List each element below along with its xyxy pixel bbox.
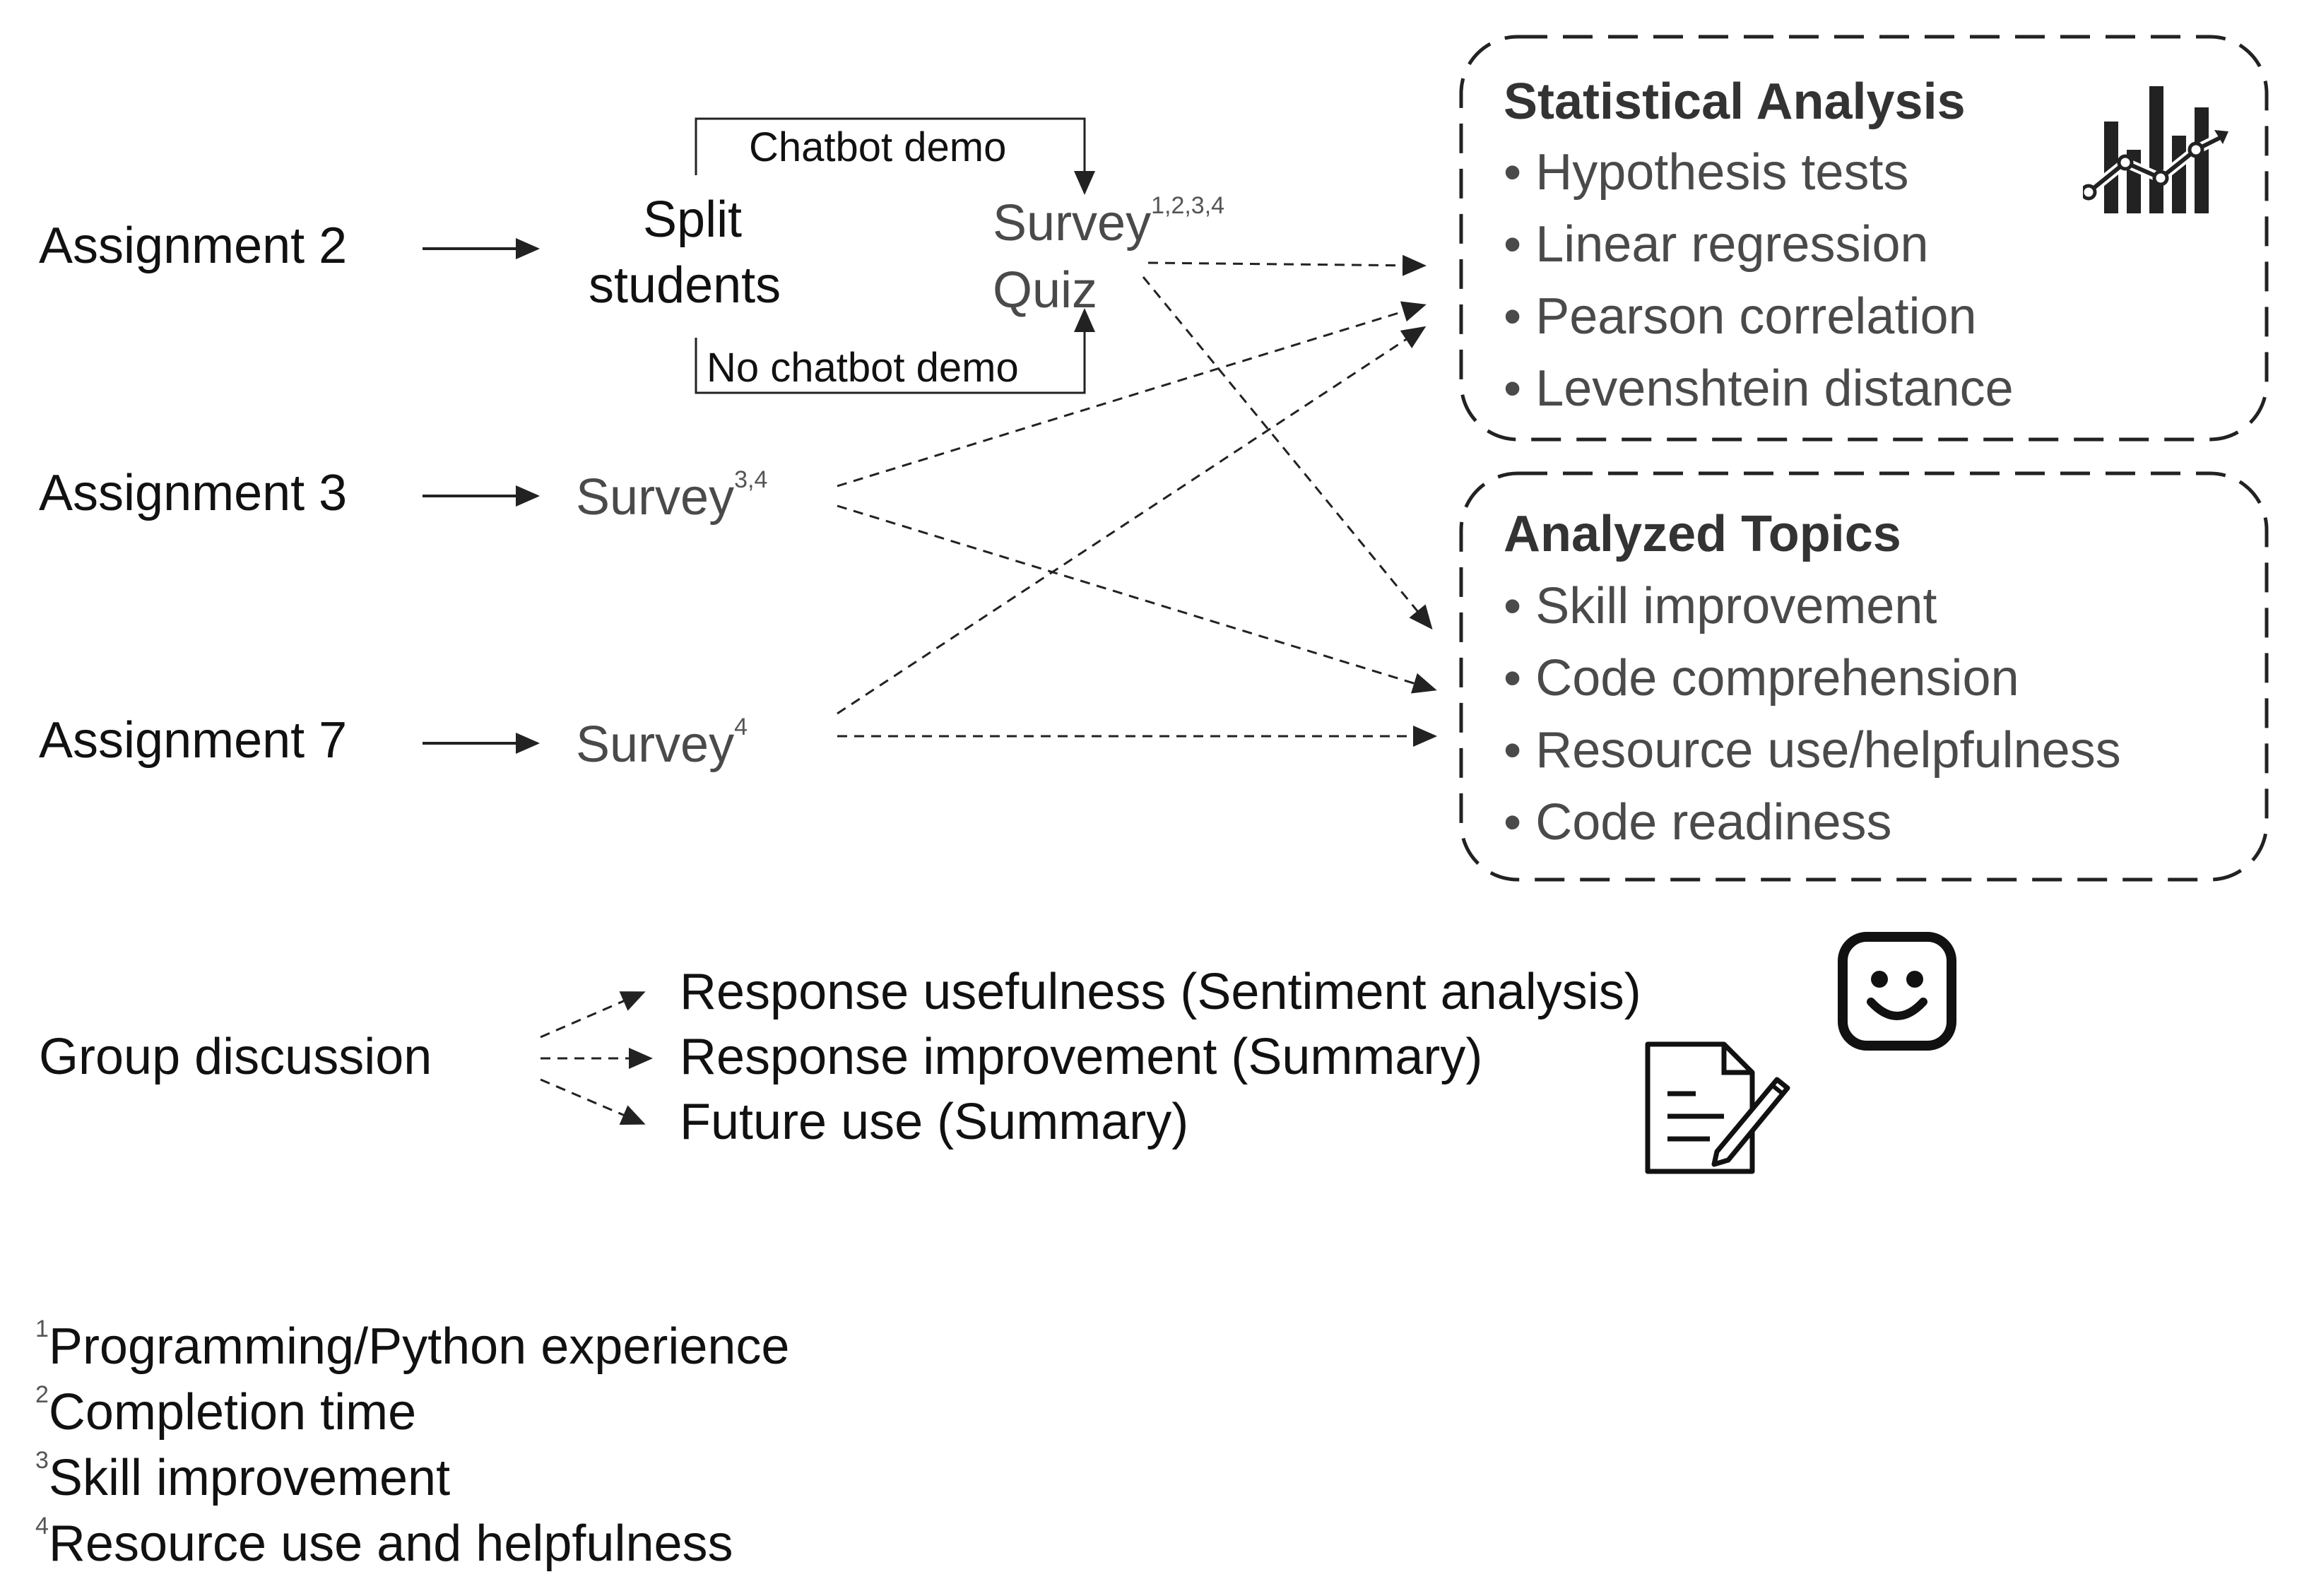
smiley-face-icon	[1838, 932, 1956, 1051]
stat-item-text: Levenshtein distance	[1535, 360, 2014, 417]
survey-a3: Survey3,4	[576, 468, 767, 526]
students-label: students	[589, 257, 781, 314]
group-item-usefulness: Response usefulness (Sentiment analysis)	[680, 964, 1641, 1020]
footnote-text: Programming/Python experience	[48, 1318, 790, 1375]
analyzed-topics-title: Analyzed Topics	[1504, 506, 1901, 562]
dash-survey3-to-stats	[837, 301, 1427, 487]
statistical-analysis-title: Statistical Analysis	[1504, 73, 1966, 130]
bar-chart-trend-icon	[2083, 86, 2228, 213]
group-item-future: Future use (Summary)	[680, 1094, 1189, 1150]
quiz-label: Quiz	[993, 262, 1098, 319]
dash-survey7-to-stats	[837, 326, 1427, 715]
footnote-number: 4	[35, 1513, 49, 1539]
footnote-text: Completion time	[48, 1384, 417, 1441]
group-discussion-label: Group discussion	[39, 1029, 432, 1085]
survey-a7-refs: 4	[734, 714, 748, 740]
topic-item: • Code comprehension	[1504, 650, 2019, 707]
footnote-text: Skill improvement	[48, 1450, 451, 1506]
survey-a3-label: Survey	[576, 469, 735, 526]
dash-survey2-to-topics	[1142, 276, 1433, 630]
survey-a2-label: Survey	[993, 195, 1152, 252]
topic-item: • Skill improvement	[1504, 578, 1937, 634]
footnote: 4Resource use and helpfulness	[35, 1514, 733, 1572]
no-chatbot-demo-bracket	[695, 308, 1095, 394]
assignment-7-label: Assignment 7	[39, 712, 348, 769]
document-edit-icon	[1645, 1041, 1790, 1174]
assignment-3-label: Assignment 3	[39, 465, 348, 521]
dash-survey3-to-topics	[837, 504, 1437, 694]
assignment-2-label: Assignment 2	[39, 218, 348, 274]
stat-item: • Pearson correlation	[1504, 288, 1977, 345]
topic-item: • Resource use/helpfulness	[1504, 722, 2121, 779]
chatbot-demo-bracket	[695, 117, 1095, 195]
topic-item-text: Resource use/helpfulness	[1535, 722, 2121, 779]
survey-a2: Survey1,2,3,4	[993, 194, 1224, 252]
survey-a7-label: Survey	[576, 716, 735, 773]
footnote-number: 2	[35, 1381, 49, 1408]
footnote-text: Resource use and helpfulness	[48, 1515, 733, 1572]
group-item-improvement: Response improvement (Summary)	[680, 1029, 1483, 1085]
footnote-number: 1	[35, 1316, 49, 1342]
chatbot-demo-label: Chatbot demo	[749, 124, 1007, 170]
survey-a2-refs: 1,2,3,4	[1151, 192, 1225, 219]
statistical-analysis-box	[1459, 35, 2269, 442]
stat-item-text: Linear regression	[1535, 216, 1929, 273]
topic-item-text: Code comprehension	[1535, 650, 2019, 707]
footnote: 3Skill improvement	[35, 1448, 451, 1506]
stat-item: • Levenshtein distance	[1504, 360, 2014, 417]
dash-group-to-usefulness	[540, 991, 646, 1039]
stat-item: • Hypothesis tests	[1504, 144, 1909, 201]
footnote: 1Programming/Python experience	[35, 1317, 790, 1375]
split-label: Split	[643, 191, 743, 248]
footnote: 2Completion time	[35, 1383, 417, 1441]
dash-survey2-to-stats	[1147, 254, 1427, 276]
stat-item-text: Pearson correlation	[1535, 288, 1977, 345]
topic-item: • Code readiness	[1504, 794, 1892, 851]
topic-item-text: Skill improvement	[1535, 578, 1937, 634]
stat-item: • Linear regression	[1504, 216, 1929, 273]
footnote-number: 3	[35, 1447, 49, 1474]
survey-a7: Survey4	[576, 715, 748, 773]
survey-a3-refs: 3,4	[734, 466, 768, 493]
no-chatbot-demo-label: No chatbot demo	[707, 345, 1019, 391]
dash-group-to-future	[540, 1078, 646, 1125]
stat-item-text: Hypothesis tests	[1535, 144, 1909, 201]
topic-item-text: Code readiness	[1535, 794, 1892, 851]
analyzed-topics-box	[1459, 471, 2269, 882]
